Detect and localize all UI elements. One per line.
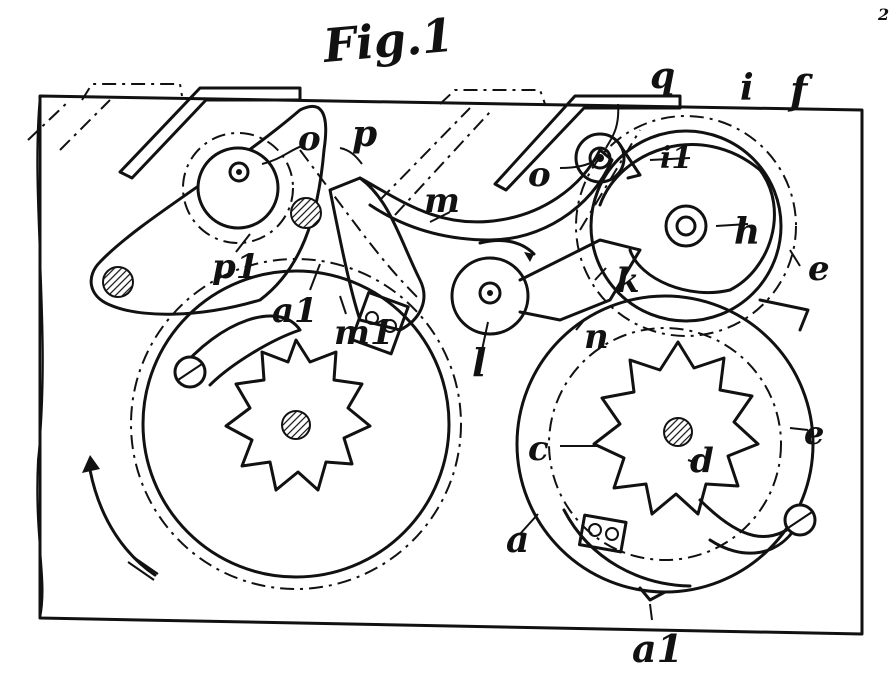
label-e-lower: e bbox=[804, 414, 824, 452]
label-o-right: o bbox=[528, 155, 551, 195]
right-disk bbox=[515, 294, 817, 602]
middle-lever-m bbox=[358, 148, 614, 242]
label-e-upper: e bbox=[808, 249, 830, 289]
rotation-arrow bbox=[82, 455, 159, 581]
label-o-left: o bbox=[298, 119, 321, 159]
label-i: i bbox=[740, 67, 754, 109]
figure-title: Fig.1 bbox=[319, 8, 456, 73]
label-a1-left: a1 bbox=[272, 291, 318, 331]
label-l: l bbox=[472, 340, 486, 385]
label-q: q bbox=[650, 55, 675, 97]
label-n: n bbox=[584, 317, 609, 357]
left-disk bbox=[130, 258, 462, 590]
corner-mark: 2 bbox=[877, 5, 889, 24]
left-pawl bbox=[328, 176, 426, 356]
label-a: a bbox=[506, 519, 529, 561]
slide-bars bbox=[118, 86, 682, 192]
label-m1: m1 bbox=[334, 313, 394, 353]
base-plate bbox=[36, 94, 864, 636]
label-k: k bbox=[616, 261, 640, 301]
leader-lines bbox=[235, 103, 809, 621]
label-p: p bbox=[352, 113, 377, 155]
label-p1: p1 bbox=[212, 247, 259, 287]
label-m: m bbox=[424, 181, 460, 221]
label-i1: i1 bbox=[660, 141, 692, 176]
label-a1-bottom: a1 bbox=[632, 626, 683, 671]
upper-right-wheel bbox=[575, 115, 797, 337]
label-h: h bbox=[734, 211, 760, 253]
label-c: c bbox=[528, 429, 549, 469]
small-roller-l bbox=[450, 238, 642, 336]
upper-left-roller bbox=[182, 132, 294, 244]
label-f: f bbox=[787, 67, 813, 114]
label-d: d bbox=[690, 441, 714, 481]
